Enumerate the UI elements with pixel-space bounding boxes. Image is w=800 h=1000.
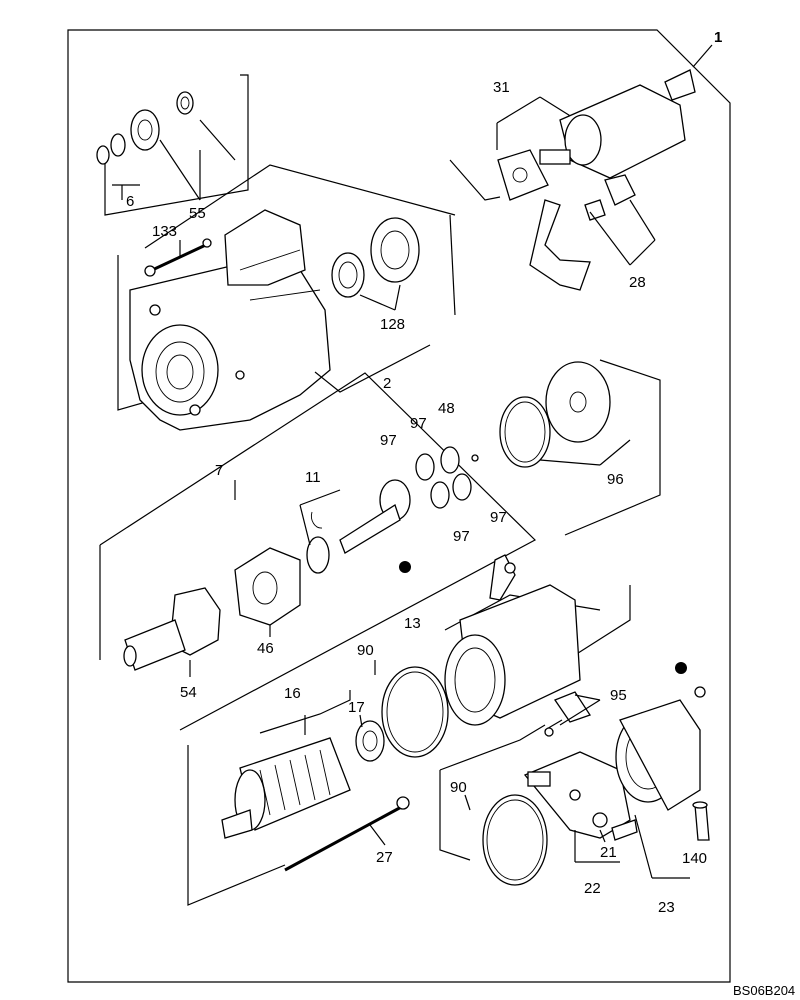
callout-17: 17 — [348, 699, 365, 716]
callout-22: 22 — [584, 880, 601, 897]
callout-21: 21 — [600, 844, 617, 861]
drive-assembly — [123, 547, 301, 677]
diagram-frame — [67, 29, 731, 983]
callout-23: 23 — [658, 899, 675, 916]
bearing-128 — [331, 214, 456, 316]
callout-27: 27 — [376, 849, 393, 866]
solenoid-31 — [449, 69, 696, 201]
bearing-17 — [355, 714, 385, 762]
gear-group-7 — [99, 372, 537, 731]
o-ring-90-upper — [374, 660, 449, 758]
marker-dot-2 — [675, 662, 687, 674]
callout-97-b: 97 — [410, 415, 427, 432]
callout-31: 31 — [493, 79, 510, 96]
callout-16: 16 — [284, 685, 301, 702]
assembly-leader — [692, 44, 713, 68]
brush-95 — [544, 691, 601, 737]
callout-11: 11 — [305, 469, 321, 486]
callout-128: 128 — [380, 316, 405, 333]
bolt-133 — [144, 238, 212, 277]
pin-140 — [692, 801, 710, 841]
callout-2: 2 — [383, 375, 391, 392]
callout-97-d: 97 — [453, 528, 470, 545]
callout-46: 46 — [257, 640, 274, 657]
assembly-number: 1 — [714, 29, 722, 46]
pinion-gear-55 — [130, 109, 160, 151]
front-housing-2 — [117, 164, 456, 431]
callout-95: 95 — [610, 687, 627, 704]
callout-133: 133 — [152, 223, 177, 240]
reference-code: BS06B204 — [733, 983, 795, 998]
snap-ring-6 — [96, 145, 110, 165]
brush-holder-22 — [523, 751, 638, 863]
marker-dot-1 — [399, 561, 411, 573]
callout-28: 28 — [629, 274, 646, 291]
pinion-group — [96, 74, 249, 216]
callout-97-a: 97 — [380, 432, 397, 449]
o-ring-90-lower — [439, 724, 548, 886]
callout-140: 140 — [682, 850, 707, 867]
callout-96: 96 — [607, 471, 624, 488]
callout-97-c: 97 — [490, 509, 507, 526]
callout-90-a: 90 — [357, 642, 374, 659]
armature-16 — [187, 690, 351, 906]
callout-90-b: 90 — [450, 779, 467, 796]
callout-7: 7 — [215, 462, 223, 479]
callout-13: 13 — [404, 615, 421, 632]
through-bolt-27 — [284, 796, 410, 872]
callout-48: 48 — [438, 400, 455, 417]
seal-plate-96 — [499, 359, 661, 536]
shift-lever-28 — [529, 174, 656, 291]
yoke-13 — [444, 554, 631, 726]
callout-6: 6 — [126, 193, 134, 210]
rear-cover-23 — [615, 662, 706, 879]
callout-54: 54 — [180, 684, 197, 701]
